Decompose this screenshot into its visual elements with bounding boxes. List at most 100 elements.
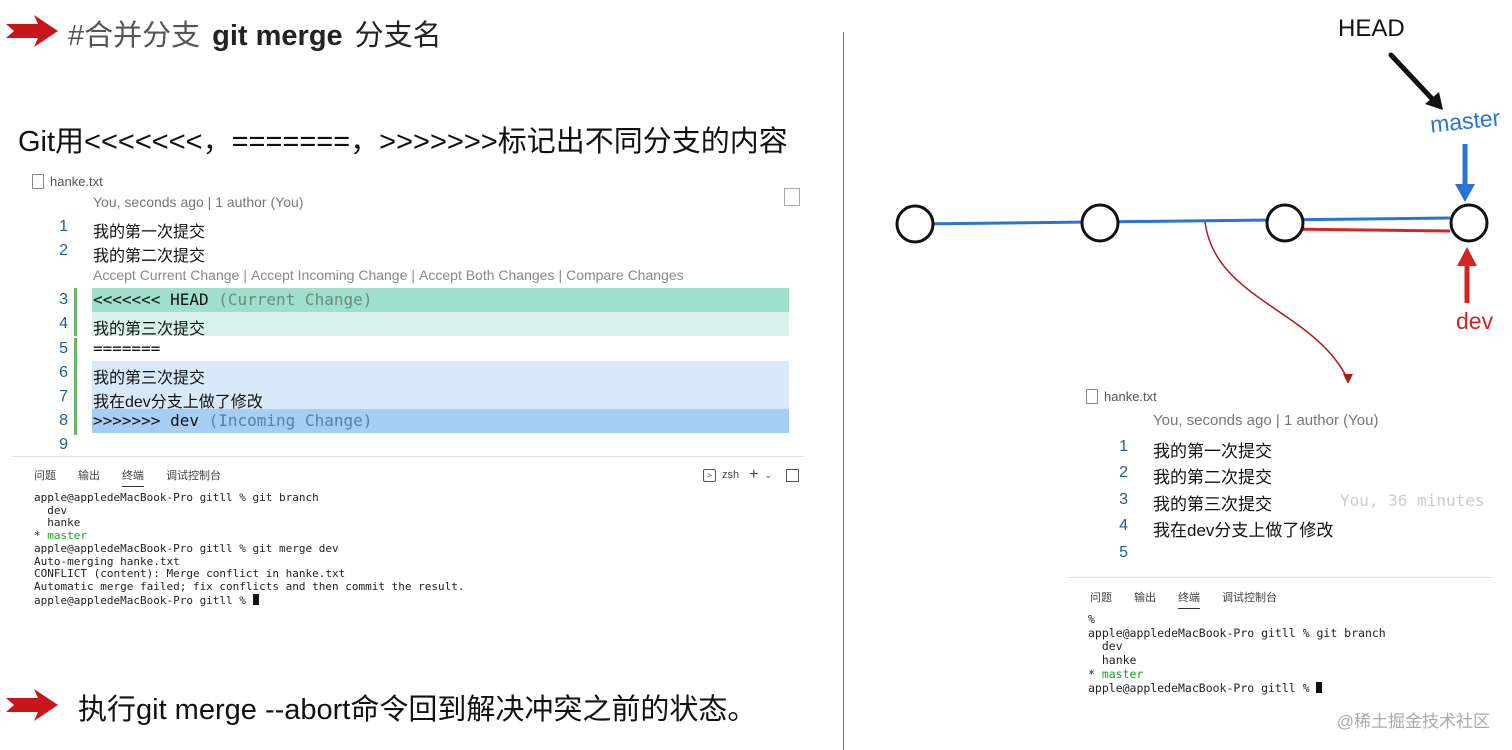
line-number: 3: [1119, 491, 1128, 508]
red-arrow-icon: [6, 689, 58, 721]
terminal-tabs: 问题 输出 终端 调试控制台: [34, 467, 221, 487]
line-number: 1: [1119, 438, 1128, 455]
code-line[interactable]: 我的第二次提交: [93, 248, 206, 265]
file-tab[interactable]: hanke.txt: [32, 174, 103, 189]
left-editor-panel: hanke.txt You, seconds ago | 1 author (Y…: [12, 168, 804, 620]
code-line[interactable]: 我的第三次提交: [93, 370, 206, 387]
line-number: 5: [1119, 544, 1128, 561]
line-number: 2: [59, 242, 68, 259]
code-line[interactable]: 我的第一次提交: [1153, 442, 1272, 461]
code-line[interactable]: =======: [93, 339, 161, 358]
terminal-line: *: [1088, 666, 1102, 681]
line-number: 2: [1119, 464, 1128, 481]
commit-node: [1449, 203, 1489, 243]
incoming-change-highlight: [92, 361, 789, 409]
dev-label: dev: [1456, 308, 1494, 334]
current-branch: master: [1101, 666, 1144, 681]
tab-output[interactable]: 输出: [1134, 592, 1156, 604]
terminal-prompt: apple@appledeMacBook-Pro gitll %: [34, 593, 253, 607]
terminal-line: dev: [1088, 639, 1123, 654]
line-number: 9: [59, 436, 68, 453]
commit-node: [1080, 203, 1120, 243]
title-suffix: 分支名: [354, 20, 442, 52]
code-line[interactable]: <<<<<<< HEAD (Current Change): [93, 290, 372, 309]
code-line[interactable]: 我的第一次提交: [93, 224, 206, 241]
terminal-line: hanke: [1088, 653, 1137, 668]
dev-arrow-head: [1457, 247, 1477, 266]
terminal-line: apple@appledeMacBook-Pro gitll % git bra…: [34, 491, 319, 504]
gutter-change-mark: [74, 288, 77, 336]
blame-annotation: You, seconds ago | 1 author (You): [1153, 412, 1379, 429]
conflict-marker: >>>>>>> dev: [93, 411, 199, 430]
slide-title: #合并分支 git merge 分支名: [68, 12, 442, 54]
line-number: 1: [59, 218, 68, 235]
tab-problems[interactable]: 问题: [1090, 592, 1112, 604]
terminal-cursor: [1316, 681, 1323, 693]
tab-terminal[interactable]: 终端: [122, 467, 144, 487]
chevron-down-icon[interactable]: ⌄: [764, 469, 773, 480]
accept-both-changes-link[interactable]: Accept Both Changes: [419, 267, 555, 283]
code-line[interactable]: 我的第三次提交: [93, 321, 206, 338]
tab-terminal[interactable]: 终端: [1178, 589, 1200, 609]
current-change-label: (Current Change): [218, 290, 373, 309]
code-line[interactable]: 我在dev分支上做了修改: [93, 394, 263, 411]
terminal-line: dev: [34, 503, 68, 517]
panel-separator: [1068, 577, 1492, 578]
gutter-change-mark: [74, 338, 77, 435]
tab-output[interactable]: 输出: [78, 470, 100, 482]
line-number: 4: [1119, 517, 1128, 534]
line-number: 7: [59, 388, 68, 405]
accept-current-change-link[interactable]: Accept Current Change: [93, 267, 240, 283]
compare-changes-link[interactable]: Compare Changes: [566, 267, 684, 283]
title-command: git merge: [212, 20, 343, 52]
accept-incoming-change-link[interactable]: Accept Incoming Change: [250, 267, 408, 283]
dev-branch-line: [1284, 227, 1451, 233]
conflict-marker: <<<<<<< HEAD: [93, 290, 209, 309]
terminal-line: Auto-merging hanke.txt: [34, 554, 180, 568]
file-icon: [32, 174, 44, 189]
code-line[interactable]: 我的第二次提交: [1153, 468, 1272, 487]
head-label: HEAD: [1338, 15, 1405, 42]
line-number: 8: [59, 412, 68, 429]
line-number: 5: [59, 340, 68, 357]
split-terminal-icon[interactable]: [786, 468, 800, 482]
terminal-line: *: [34, 529, 48, 543]
terminal-line: CONFLICT (content): Merge conflict in ha…: [34, 567, 346, 581]
terminal-cursor: [252, 593, 259, 605]
tab-debug-console[interactable]: 调试控制台: [1222, 592, 1277, 604]
panel-separator: [12, 456, 804, 457]
terminal-icon: >: [703, 468, 716, 482]
pointer-arrow-line: [1204, 221, 1349, 381]
terminal-line: apple@appledeMacBook-Pro gitll % git bra…: [1088, 625, 1386, 640]
pointer-arrow-head: [1343, 374, 1353, 384]
tab-debug-console[interactable]: 调试控制台: [166, 470, 221, 482]
terminal-line: %: [1088, 612, 1095, 626]
incoming-change-marker-highlight: [92, 409, 789, 433]
file-icon: [1086, 389, 1098, 404]
master-branch-line: [914, 216, 1451, 226]
master-arrow-head: [1455, 184, 1475, 202]
terminal-line: hanke: [34, 516, 81, 530]
right-editor-panel: hanke.txt You, seconds ago | 1 author (Y…: [1068, 383, 1492, 705]
red-arrow-icon: [6, 15, 58, 47]
title-hash: #合并分支: [68, 20, 201, 52]
head-arrow-head: [1425, 92, 1443, 110]
code-line[interactable]: 我在dev分支上做了修改: [1153, 521, 1334, 540]
commit-node: [1265, 203, 1305, 243]
watermark: @稀土掘金技术社区: [1336, 712, 1490, 731]
split-editor-icon[interactable]: [784, 188, 800, 206]
file-tab[interactable]: hanke.txt: [1086, 389, 1157, 404]
tab-problems[interactable]: 问题: [34, 470, 56, 482]
current-change-highlight: [92, 312, 789, 336]
terminal-output[interactable]: % apple@appledeMacBook-Pro gitll % git b…: [1088, 612, 1386, 695]
code-line[interactable]: 我的第三次提交: [1153, 495, 1272, 514]
current-branch: master: [47, 529, 87, 543]
file-tab-label: hanke.txt: [50, 174, 103, 189]
code-line[interactable]: >>>>>>> dev (Incoming Change): [93, 411, 372, 430]
shell-name[interactable]: zsh: [722, 469, 740, 481]
incoming-change-label: (Incoming Change): [208, 411, 373, 430]
bottom-note: 执行git merge --abort命令回到解决冲突之前的状态。: [78, 694, 757, 726]
line-number: 6: [59, 364, 68, 381]
plus-icon[interactable]: +: [749, 466, 759, 483]
terminal-output[interactable]: apple@appledeMacBook-Pro gitll % git bra…: [34, 491, 464, 607]
